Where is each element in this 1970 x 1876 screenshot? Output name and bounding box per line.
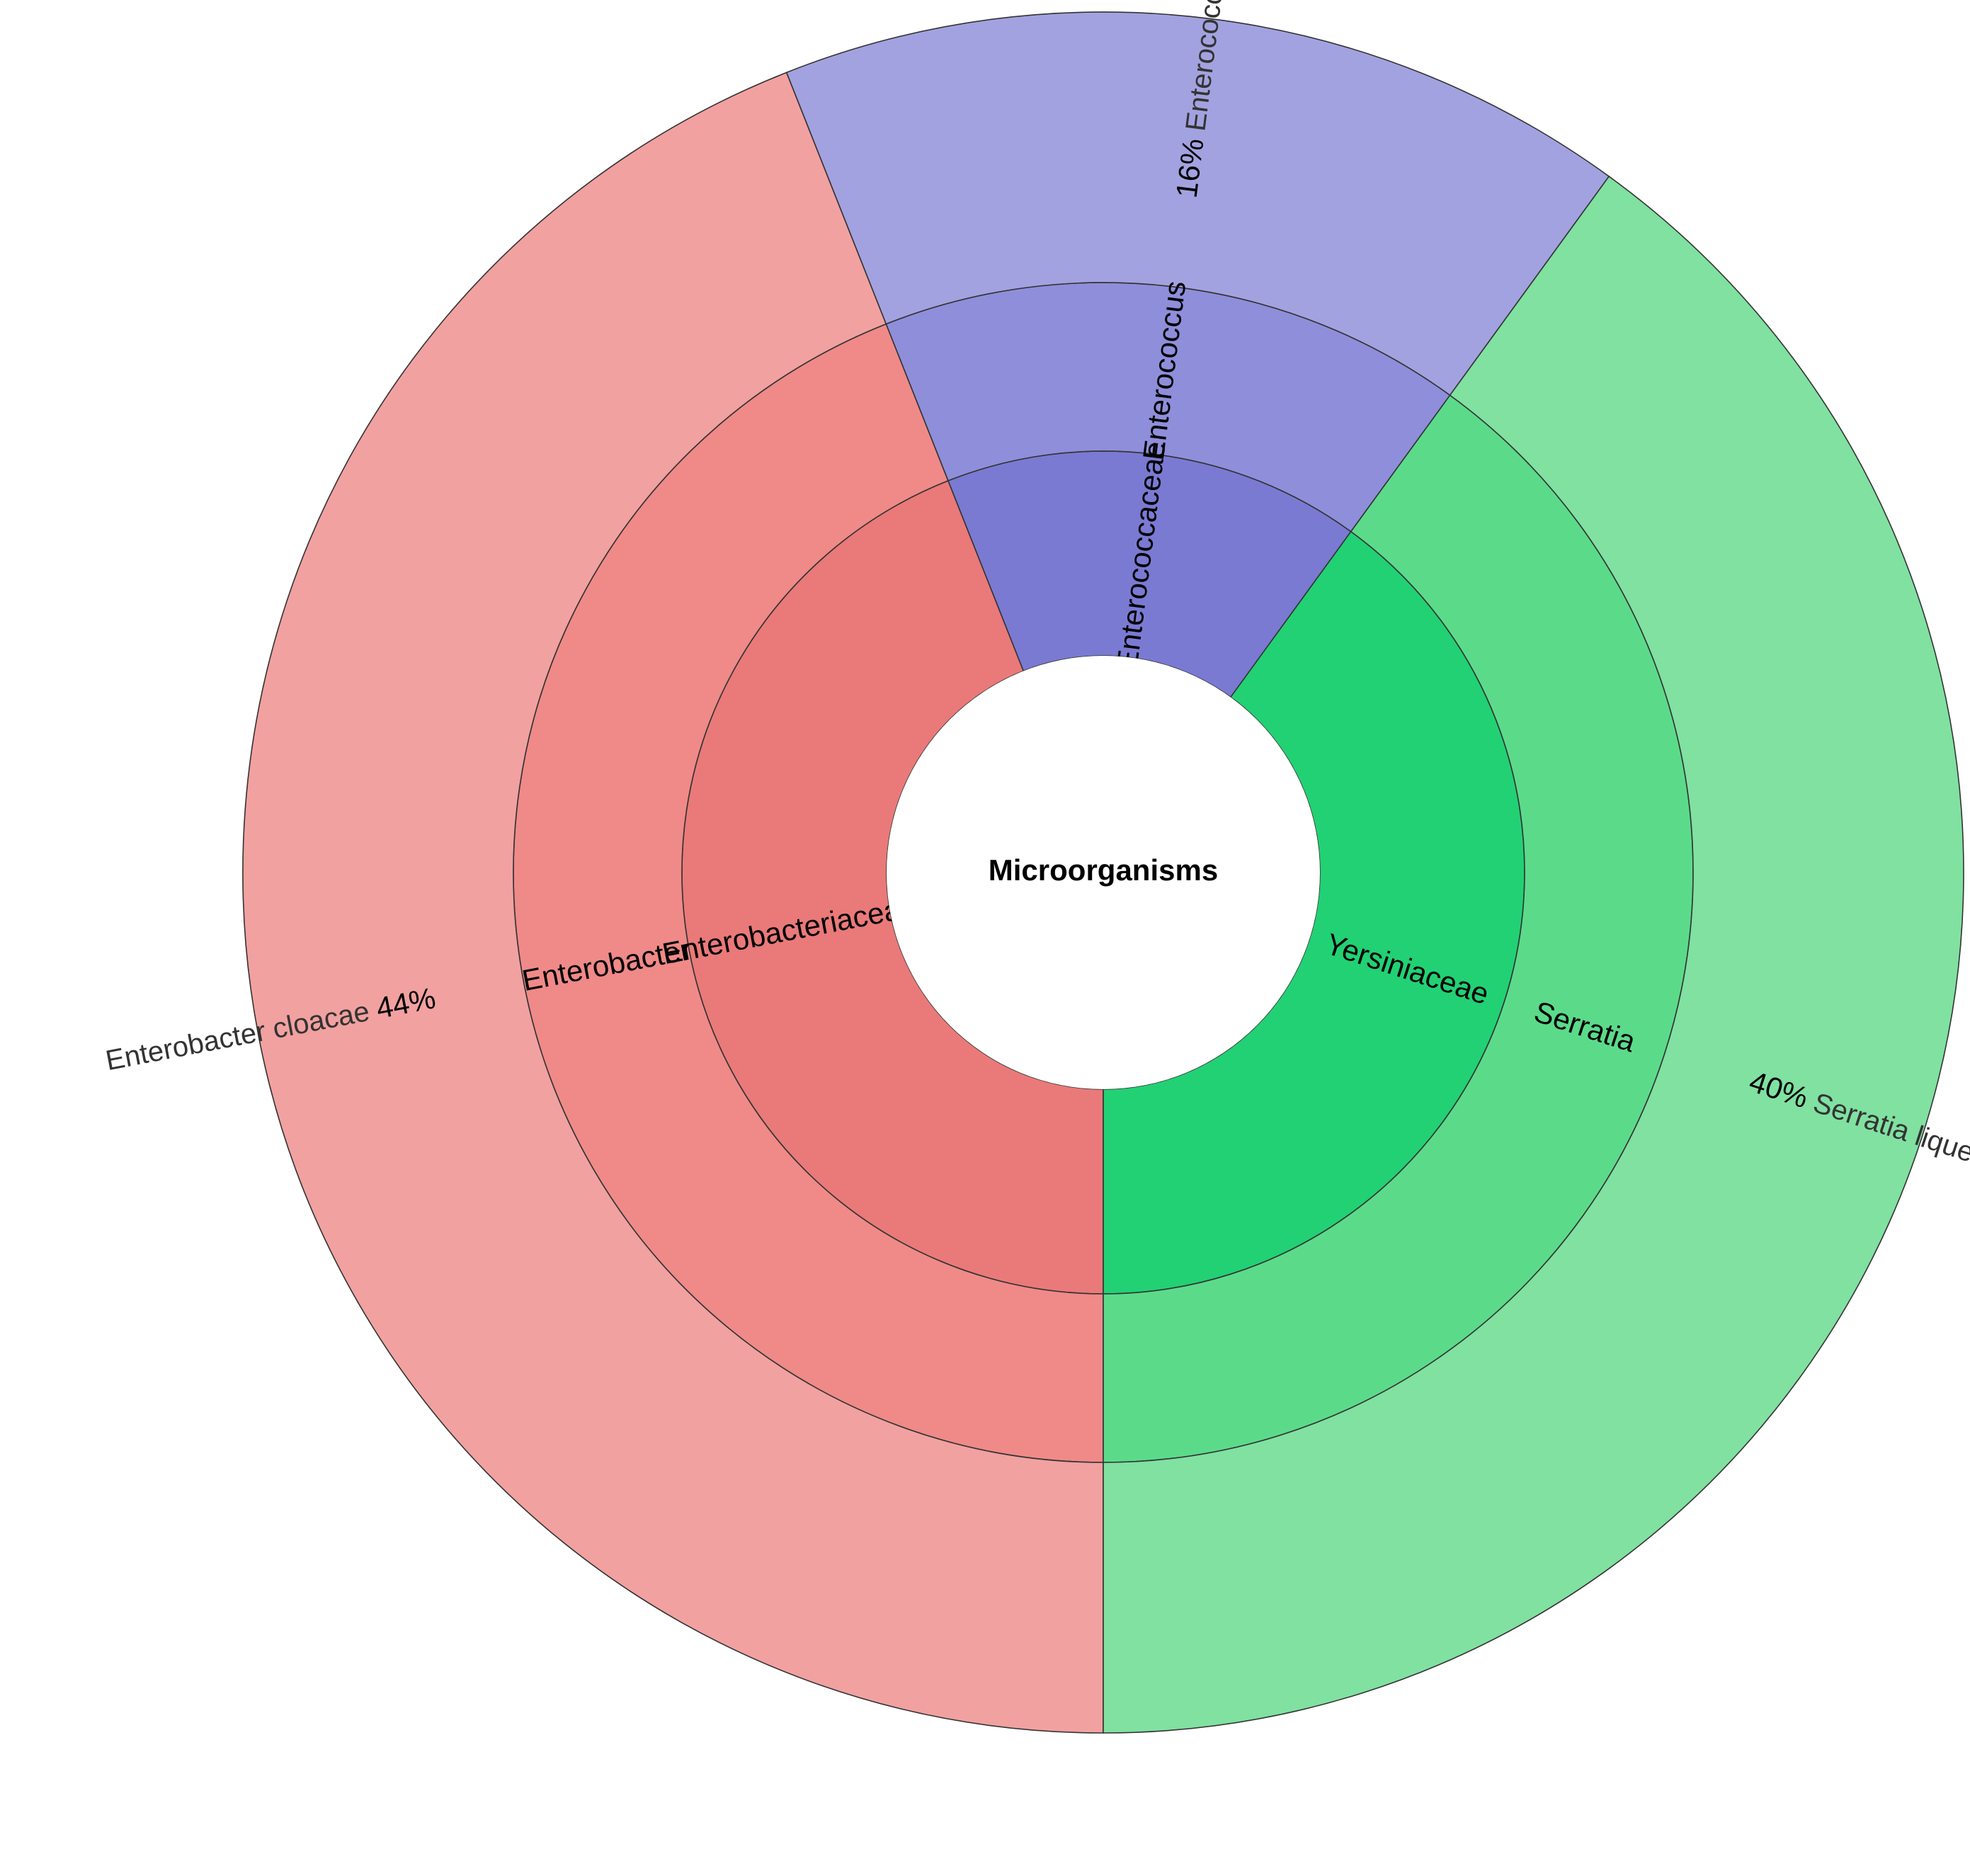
arc-species-serratia-liquefaciens[interactable] — [1103, 175, 1964, 1734]
percent-enterococcus-faecalis: 16% — [1170, 137, 1210, 200]
arc-species-enterococcus-faecalis[interactable] — [785, 11, 1610, 397]
sunburst-arcs — [242, 11, 1964, 1734]
center-hole — [887, 656, 1320, 1089]
center-label: Microorganisms — [989, 853, 1218, 887]
arc-species-enterobacter-cloacae[interactable] — [242, 72, 1104, 1734]
